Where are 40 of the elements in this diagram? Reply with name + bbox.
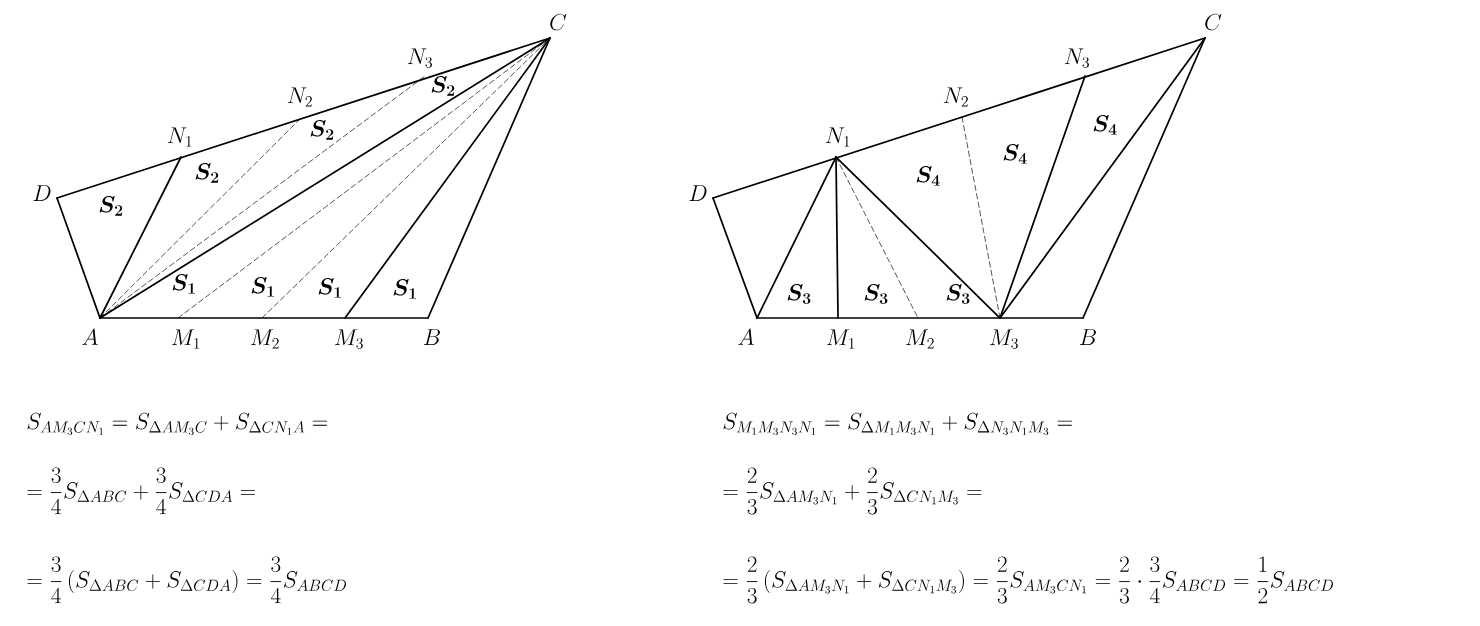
area-label: $\boldsymbol{S_1}$ [251,277,274,297]
area-label: $\boldsymbol{S_2}$ [99,196,123,216]
formula: $=\frac{2}{3}S_{\Delta AM_3N_1}+\frac{2}{3}S_{\Delta CN_1M_3}=$ [723,467,982,515]
point-label: $D$ [689,185,707,201]
point-label: $N_3$ [407,48,432,68]
point-label: $N_1$ [167,127,192,147]
formula: $=\frac{3}{4}\left(S_{\Delta ABC}+S_{\Delta CDA}\right)=\frac{3}{4}S_{ABCD}$ [27,556,346,604]
area-label: $\boldsymbol{S_1}$ [318,278,341,298]
formula: $=\frac{2}{3}\left(S_{\Delta AM_3N_1}+S_{\Delta CN_1M_3}\right)=\frac{2}{3}S_{AM_3CN_1}=\frac{2}{3}\cdot\frac{3}{4}S_{ABCD}=\frac{1}{2}S_{ABCD}$ [723,556,1333,604]
point-label: $B$ [423,329,440,345]
area-label: $\boldsymbol{S_1}$ [393,279,416,299]
point-label: $A$ [738,328,754,345]
area-label: $\boldsymbol{S_3}$ [946,284,970,304]
point-label: $M_2$ [251,329,279,349]
area-label: $\boldsymbol{S_2}$ [431,76,455,96]
point-label: $M_1$ [827,329,855,349]
area-label: $\boldsymbol{S_4}$ [1093,115,1117,135]
point-label: $C$ [550,13,567,31]
point-label: $A$ [82,328,98,345]
area-label: $\boldsymbol{S_4}$ [1003,144,1027,164]
point-label: $M_3$ [335,329,363,349]
formula: $S_{AM_3CN_1}=S_{\Delta AM_3C}+S_{\Delta CN_1A}=$ [27,412,328,436]
point-label: $N_1$ [825,127,850,147]
point-label: $B$ [1079,329,1096,345]
area-label: $\boldsymbol{S_2}$ [310,120,334,140]
formula: $=\frac{3}{4}S_{\Delta ABC}+\frac{3}{4}S_{\Delta CDA}=$ [27,467,256,515]
point-label: $N_2$ [943,87,968,107]
point-label: $N_2$ [287,87,312,107]
area-label: $\boldsymbol{S_2}$ [195,163,219,183]
area-label: $\boldsymbol{S_3}$ [787,284,811,304]
area-label: $\boldsymbol{S_4}$ [916,166,940,186]
point-label: $M_1$ [172,329,200,349]
point-label: $M_2$ [906,329,934,349]
area-label: $\boldsymbol{S_3}$ [864,284,888,304]
point-label: $C$ [1205,13,1222,31]
point-label: $D$ [33,185,51,201]
point-label: $N_3$ [1064,48,1089,68]
area-label: $\boldsymbol{S_1}$ [172,274,195,294]
point-label: $M_3$ [990,329,1018,349]
formula: $S_{M_1M_3N_3N_1}=S_{\Delta M_1M_3N_1}+S_{\Delta N_3N_1M_3}=$ [723,412,1072,436]
